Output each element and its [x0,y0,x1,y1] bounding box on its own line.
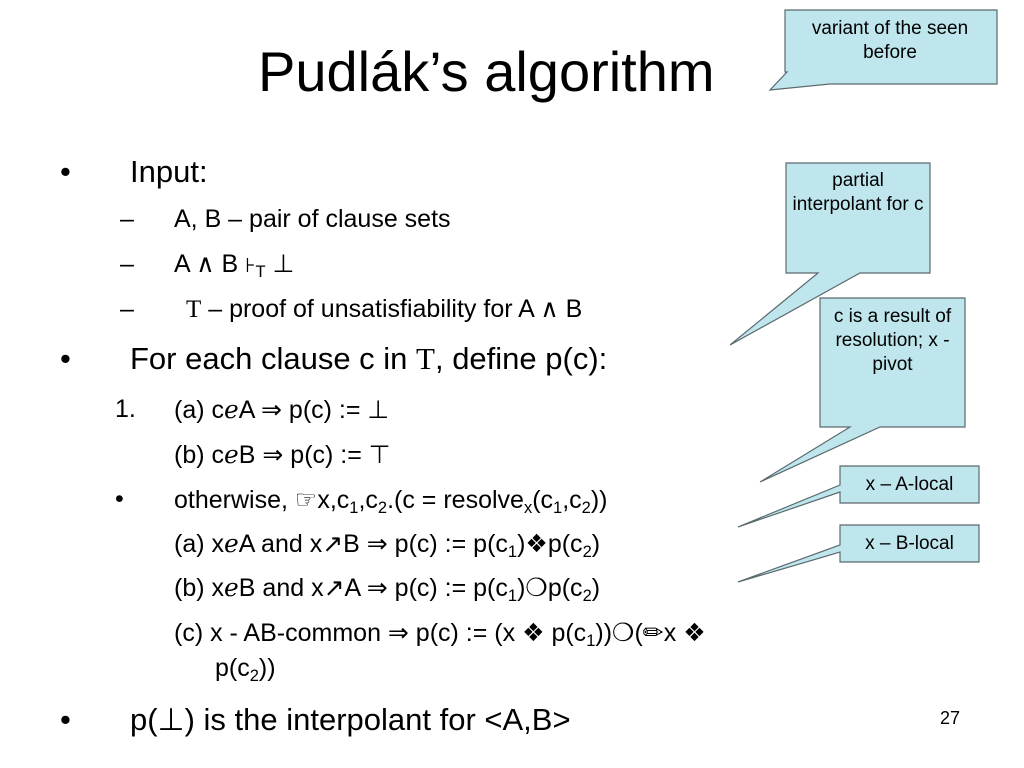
case-a: (a) cℯA ⇒ p(c) := ⊥ [174,395,390,424]
small-bullet: • [115,485,124,513]
input-item-clause-sets: A, B – pair of clause sets [174,205,451,233]
step-number: 1. [115,395,136,423]
input-item-proof: T – proof of unsatisfiability for A ∧ B [186,295,583,323]
case-b: (b) cℯB ⇒ p(c) := ⊤ [174,440,391,469]
otherwise-line: otherwise, ☞x,c1,c2.(c = resolvex(c1,c2)… [174,485,608,517]
proof-symbol: T [186,296,202,323]
pencil-icon: ✏ [642,618,664,647]
foreach-line: For each clause c in T, define p(c): [130,341,608,376]
subcase-c: (c) x - AB-common ⇒ p(c) := (x ❖ p(c1))❍… [174,618,706,650]
subcase-c-continued: p(c2)) [215,654,276,685]
dash-marker: – [120,205,134,233]
callout-blocal-shape [737,524,980,583]
bullet-dot: • [60,341,71,376]
dash-marker: – [120,295,134,323]
callout-variant-shape [768,9,998,91]
callout-partial-text: partial interpolant for c [792,170,924,215]
slide-number: 27 [940,708,961,728]
subcase-a: (a) xℯA and x↗B ⇒ p(c) := p(c1)❖p(c2) [174,529,601,561]
subcase-b: (b) xℯB and x↗A ⇒ p(c) := p(c1)❍p(c2) [174,573,601,605]
pointing-hand-icon: ☞ [294,485,318,514]
callout-variant-text: variant of the seen before [811,18,969,63]
slide-title: Pudlák’s algorithm [258,40,715,103]
callout-alocal-text: x – A-local [865,474,954,495]
bullet-dot: • [60,154,71,189]
dash-marker: – [120,250,134,278]
input-label: Input: [130,154,208,189]
bullet-dot: • [60,702,71,737]
final-line: p(⊥) is the interpolant for <A,B> [130,702,571,737]
callout-alocal-shape [737,465,980,528]
input-item-derivation: A ∧ B ⊦T ⊥ [174,250,295,281]
callout-partial-shape [729,162,931,346]
callout-resolution-shape [759,297,966,483]
callout-resolution-text: c is a result of resolution; x - pivot [833,306,952,375]
callout-blocal-text: x – B-local [865,533,954,554]
